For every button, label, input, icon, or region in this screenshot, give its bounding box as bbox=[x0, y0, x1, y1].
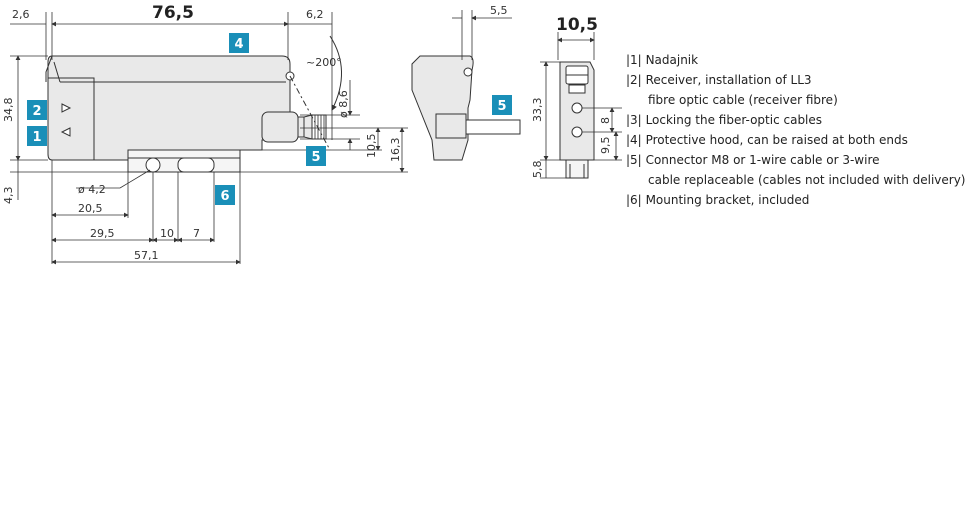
legend-item-4: |4| Protective hood, can be raised at bo… bbox=[626, 130, 966, 150]
dim-front-offset: 2,6 bbox=[12, 8, 30, 21]
dimension-lines-main bbox=[10, 12, 408, 265]
dim-20-5: 20,5 bbox=[78, 202, 103, 215]
badge-5-profile: 5 bbox=[492, 95, 512, 115]
dim-hood-angle: ~200° bbox=[306, 56, 342, 69]
dim-29-5: 29,5 bbox=[90, 227, 115, 240]
dimension-lines-front bbox=[540, 32, 622, 179]
legend-text: Locking the fiber-optic cables bbox=[645, 113, 823, 127]
dim-hole-dia: ø 4,2 bbox=[78, 183, 106, 196]
svg-text:5: 5 bbox=[311, 150, 320, 165]
dim-total-length: 76,5 bbox=[152, 3, 194, 23]
legend-num: |3| bbox=[626, 113, 642, 127]
legend-text: Receiver, installation of LL3 bbox=[645, 73, 812, 87]
sensor-front-view bbox=[559, 61, 595, 179]
svg-text:6: 6 bbox=[220, 189, 229, 204]
legend-text: Connector M8 or 1-wire cable or 3-wire bbox=[645, 153, 880, 167]
badge-1: 1 bbox=[27, 126, 47, 146]
dimension-lines-profile bbox=[452, 10, 512, 60]
dim-height-front: 33,3 bbox=[531, 98, 544, 123]
svg-text:5: 5 bbox=[497, 99, 506, 114]
legend: |1| Nadajnik |2| Receiver, installation … bbox=[626, 50, 966, 210]
sensor-profile-view bbox=[411, 55, 521, 161]
sensor-side-view bbox=[45, 35, 342, 173]
legend-num: |5| bbox=[626, 153, 642, 167]
legend-text: Nadajnik bbox=[645, 53, 699, 67]
dim-7: 7 bbox=[193, 227, 200, 240]
dim-side-top: 5,5 bbox=[490, 4, 508, 17]
badge-6: 6 bbox=[215, 185, 235, 205]
legend-text: Protective hood, can be raised at both e… bbox=[645, 133, 908, 147]
legend-item-5-cont: cable replaceable (cables not included w… bbox=[648, 173, 966, 187]
dim-10: 10 bbox=[160, 227, 174, 240]
dim-bottom-offset: 4,3 bbox=[2, 187, 15, 205]
dim-57-1: 57,1 bbox=[134, 249, 159, 262]
legend-num: |2| bbox=[626, 73, 642, 87]
legend-item-5: |5| Connector M8 or 1-wire cable or 3-wi… bbox=[626, 150, 966, 170]
legend-num: |4| bbox=[626, 133, 642, 147]
dim-connector-dia: ø 8,6 bbox=[337, 90, 350, 118]
svg-text:2: 2 bbox=[32, 104, 41, 119]
badge-2: 2 bbox=[27, 100, 47, 120]
legend-num: |1| bbox=[626, 53, 642, 67]
legend-item-3: |3| Locking the fiber-optic cables bbox=[626, 110, 966, 130]
legend-num: |6| bbox=[626, 193, 642, 207]
legend-item-2-cont: fibre optic cable (receiver fibre) bbox=[648, 93, 838, 107]
svg-text:4: 4 bbox=[234, 37, 243, 52]
dim-connector-h2: 16,3 bbox=[389, 138, 402, 163]
dim-bottom-front: 5,8 bbox=[531, 161, 544, 179]
legend-item-6: |6| Mounting bracket, included bbox=[626, 190, 966, 210]
svg-text:1: 1 bbox=[32, 130, 41, 145]
badge-4: 4 bbox=[229, 33, 249, 53]
dim-width: 10,5 bbox=[556, 15, 598, 35]
badge-5-main: 5 bbox=[306, 146, 326, 166]
legend-item-2: |2| Receiver, installation of LL3 bbox=[626, 70, 966, 90]
legend-text: Mounting bracket, included bbox=[645, 193, 810, 207]
dim-hole-spacing: 8 bbox=[599, 117, 612, 124]
dim-height-body: 34,8 bbox=[2, 98, 15, 123]
dim-hole-low: 9,5 bbox=[599, 137, 612, 155]
dim-connector-h: 10,5 bbox=[365, 134, 378, 159]
dim-hood-rear: 6,2 bbox=[306, 8, 324, 21]
legend-item-1: |1| Nadajnik bbox=[626, 50, 966, 70]
